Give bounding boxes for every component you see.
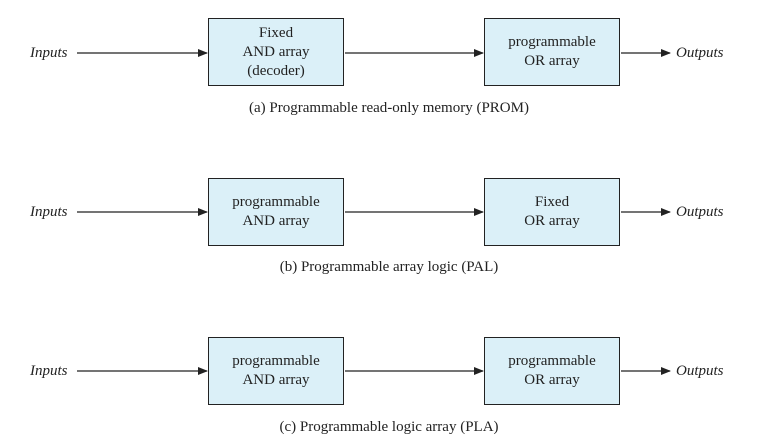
diagram-caption: (c) Programmable logic array (PLA)	[279, 419, 499, 435]
connector-wires	[77, 367, 671, 375]
block-label: programmable OR array	[508, 34, 596, 69]
block-label: programmable AND array	[232, 194, 320, 229]
inputs-label: Inputs	[30, 363, 68, 379]
block-label: programmable OR array	[508, 353, 596, 388]
diagram-pal: Inputs programmable AND array Fixed OR a…	[0, 159, 778, 279]
diagram-prom: Inputs Fixed AND array (decoder) program…	[0, 0, 778, 120]
fixed-and-array-block: Fixed AND array (decoder)	[208, 18, 344, 86]
programmable-or-array-block: programmable OR array	[484, 337, 620, 405]
diagram-caption: (a) Programmable read-only memory (PROM)	[249, 100, 529, 116]
outputs-label: Outputs	[676, 204, 724, 220]
connector-wires	[77, 208, 671, 216]
connector-wires	[77, 49, 671, 57]
outputs-label: Outputs	[676, 45, 724, 61]
block-label: Fixed AND array (decoder)	[242, 24, 310, 79]
programmable-and-array-block: programmable AND array	[208, 337, 344, 405]
fixed-or-array-block: Fixed OR array	[484, 178, 620, 246]
inputs-label: Inputs	[30, 45, 68, 61]
inputs-label: Inputs	[30, 204, 68, 220]
programmable-and-array-block: programmable AND array	[208, 178, 344, 246]
block-label: Fixed OR array	[524, 194, 580, 229]
outputs-label: Outputs	[676, 363, 724, 379]
diagram-pla: Inputs programmable AND array programmab…	[0, 318, 778, 438]
block-label: programmable AND array	[232, 353, 320, 388]
diagram-caption: (b) Programmable array logic (PAL)	[279, 259, 499, 275]
programmable-or-array-block: programmable OR array	[484, 18, 620, 86]
